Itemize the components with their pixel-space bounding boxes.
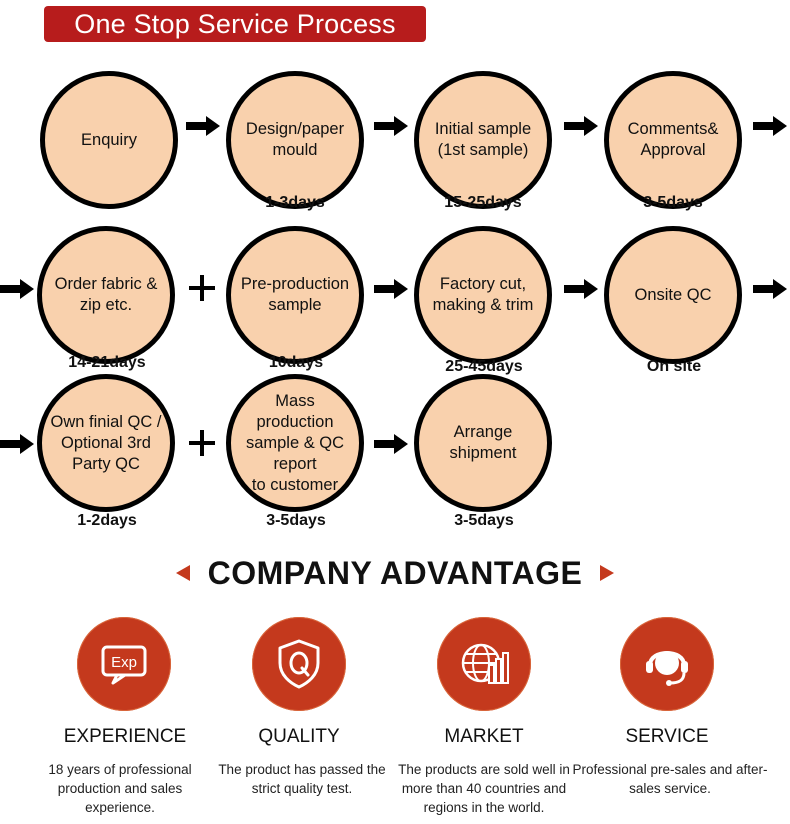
- arrow-right-icon: [564, 116, 598, 136]
- step-days: 3-5days: [454, 512, 514, 529]
- step-days: On site: [646, 358, 702, 375]
- globe-chart-icon: [461, 643, 509, 684]
- step-mass-production: Mass production sample & QC report to cu…: [226, 374, 364, 512]
- advantage-label: SERVICE: [625, 726, 709, 747]
- arrow-right-icon: [0, 434, 34, 454]
- step-approval: Comments& Approval: [604, 71, 742, 209]
- experience-icon: Exp: [77, 617, 171, 711]
- step-initial-sample: Initial sample (1st sample): [414, 71, 552, 209]
- step-label: Onsite QC: [634, 285, 712, 304]
- step-pre-production: Pre-production sample: [226, 226, 364, 364]
- arrow-right-icon: [374, 434, 408, 454]
- step-days: 1-3days: [265, 194, 325, 211]
- advantage-description: The products are sold well in more than …: [398, 762, 570, 815]
- advantage-label: MARKET: [444, 726, 524, 747]
- plus-icon: [189, 275, 215, 301]
- arrow-right-icon: [753, 279, 787, 299]
- advantage-heading: COMPANY ADVANTAGE: [0, 553, 790, 593]
- advantage-description: 18 years of professional production and …: [48, 762, 192, 815]
- step-label: Design/paper mould: [245, 120, 345, 159]
- step-days: 25-45days: [445, 358, 523, 375]
- step-label: Pre-production sample: [240, 275, 350, 314]
- step-label: Initial sample (1st sample): [434, 120, 532, 159]
- step-label: Comments& Approval: [627, 120, 719, 159]
- step-days: 14-21days: [68, 354, 146, 371]
- advantage-label: QUALITY: [258, 726, 340, 747]
- svg-text:Exp: Exp: [111, 654, 137, 671]
- arrow-right-icon: [374, 116, 408, 136]
- step-final-qc: Own finial QC / Optional 3rd Party QC: [37, 374, 175, 512]
- advantage-description: The product has passed the strict qualit…: [218, 762, 386, 796]
- step-days: 15-25days: [444, 194, 522, 211]
- step-label: Mass production sample & QC report to cu…: [245, 391, 345, 494]
- market-icon: [437, 617, 531, 711]
- page-title: One Stop Service Process: [44, 6, 426, 42]
- advantage-label: EXPERIENCE: [63, 726, 187, 747]
- arrow-right-icon: [186, 116, 220, 136]
- advantage-description: Professional pre-sales and after-sales s…: [572, 762, 768, 796]
- step-design: Design/paper mould: [226, 71, 364, 209]
- plus-icon: [189, 430, 215, 456]
- step-days: 3-5days: [643, 194, 703, 211]
- step-label: Enquiry: [81, 130, 137, 149]
- exp-icon: Exp: [101, 645, 147, 685]
- step-label: Factory cut, making & trim: [432, 275, 534, 314]
- triangle-right-icon: [600, 565, 615, 581]
- service-icon: [620, 617, 714, 711]
- advantage-title: COMPANY ADVANTAGE: [207, 554, 583, 591]
- step-days: 3-5days: [266, 512, 326, 529]
- step-factory: Factory cut, making & trim: [414, 226, 552, 364]
- step-order-fabric: Order fabric & zip etc.: [37, 226, 175, 364]
- quality-shield-icon: [278, 639, 320, 689]
- step-label: Own finial QC / Optional 3rd Party QC: [50, 412, 162, 473]
- triangle-left-icon: [175, 565, 190, 581]
- step-label: Arrange shipment: [449, 423, 517, 462]
- quality-icon: [252, 617, 346, 711]
- arrow-right-icon: [0, 279, 34, 299]
- headset-icon: [646, 651, 688, 686]
- step-days: 10days: [268, 354, 324, 371]
- step-days: 1-2days: [77, 512, 137, 529]
- step-enquiry: Enquiry: [40, 71, 178, 209]
- arrow-right-icon: [564, 279, 598, 299]
- step-label: Order fabric & zip etc.: [54, 275, 158, 314]
- step-arrange-shipment: Arrange shipment: [414, 374, 552, 512]
- arrow-right-icon: [374, 279, 408, 299]
- arrow-right-icon: [753, 116, 787, 136]
- step-onsite-qc: Onsite QC: [604, 226, 742, 364]
